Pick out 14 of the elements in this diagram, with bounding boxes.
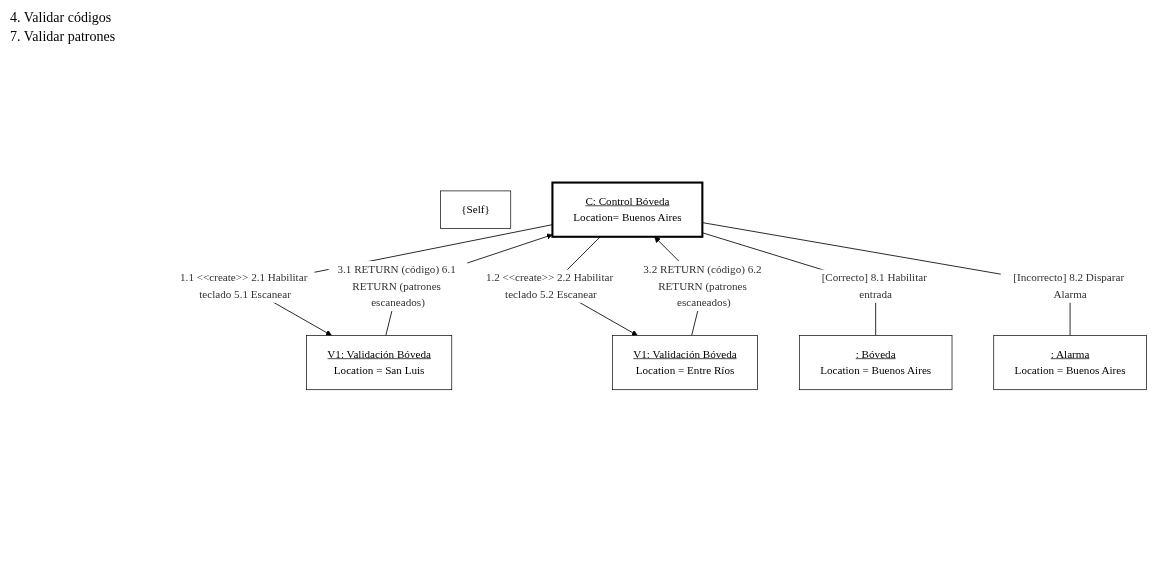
node-box: C: Control Bóveda Location= Buenos Aires bbox=[551, 181, 704, 239]
edge-label: 3.2 RETURN (código) 6.2 RETURN (patrones escaneados) bbox=[643, 263, 762, 309]
edge-label: [Incorrecto] 8.2 Disparar Alarma bbox=[1013, 271, 1125, 301]
edge-label: 3.1 RETURN (código) 6.1 RETURN (patrones escaneados) bbox=[337, 263, 456, 309]
self-message-label: 4. Validar códigos bbox=[10, 10, 113, 26]
edge-label: 1.1 <<create>> 2.1 Habilitar teclado 5.1 Escanear bbox=[180, 271, 308, 301]
node-box: : Alarma Location = Buenos Aires bbox=[993, 335, 1147, 391]
node-box: : Bóveda Location = Buenos Aires bbox=[798, 335, 953, 391]
node-box: V1: Validación Bóveda Location = Entre Ríos bbox=[612, 335, 758, 391]
edge-label: 1.2 <<create>> 2.2 Habilitar teclado 5.2 Escanear bbox=[485, 271, 614, 301]
self-message-label: 7. Validar patrones bbox=[10, 29, 117, 45]
node-box: V1: Validación Bóveda Location = San Luis bbox=[306, 335, 453, 391]
edge-label: [Correcto] 8.1 Habilitar entrada bbox=[821, 271, 927, 301]
node-box: {Self} bbox=[440, 190, 512, 230]
